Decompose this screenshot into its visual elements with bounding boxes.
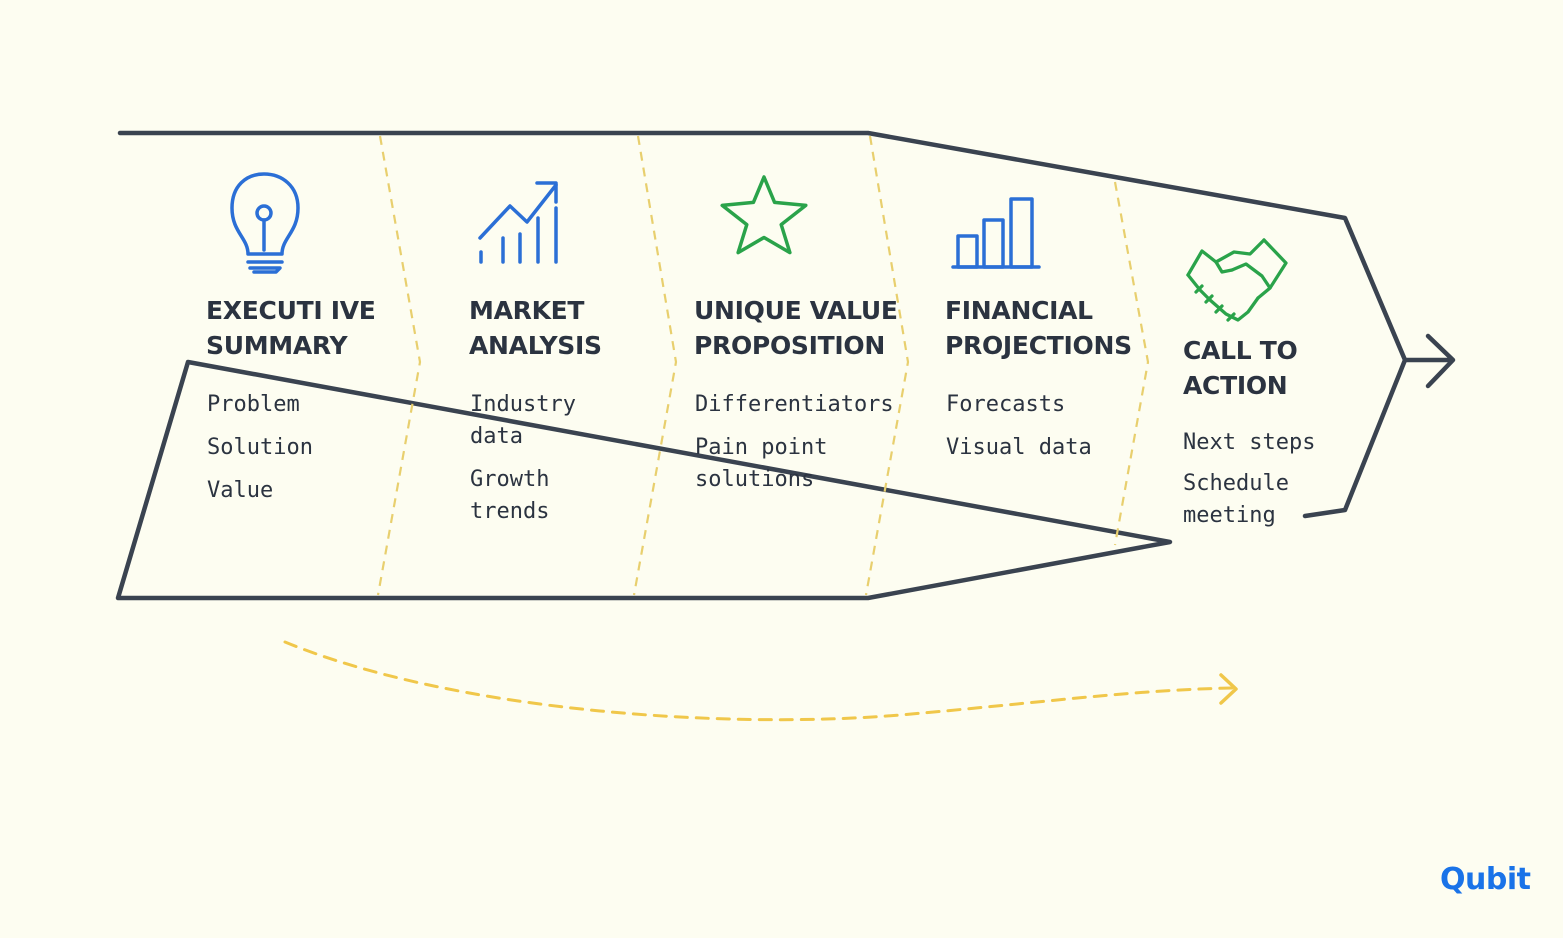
stage-item: Schedule meeting [1183,471,1289,528]
stage-items: Differentiators Pain point solutions [695,389,894,507]
star-icon [720,175,808,255]
funnel-outline [115,130,1408,601]
stage-item: Next steps [1183,430,1316,455]
flow-arrow-head [1219,673,1238,705]
handshake-icon [1186,238,1288,322]
stage-item: Problem [207,392,300,417]
divider-2 [632,135,678,596]
stage-items: Problem Solution Value [207,389,313,518]
stage-items: Industry data Growth trends [470,389,576,539]
lightbulb-icon [230,172,300,274]
divider-3 [864,135,910,596]
stage-items: Forecasts Visual data [946,389,1092,475]
stage-item: Solution [207,435,313,460]
divider-4 [1113,181,1150,546]
stage-item: Growth trends [470,467,550,524]
stage-item: Industry data [470,392,576,449]
outline-arrow-shaft [1402,333,1456,389]
qubit-logo: Qubit [1440,862,1531,897]
stage-item: Value [207,478,274,503]
flow-arrow [283,640,1234,722]
bar-chart-icon [951,197,1041,269]
stage-item: Visual data [946,435,1092,460]
stage-items: Next steps Schedule meeting [1183,427,1315,543]
trending-up-chart-icon [478,181,558,264]
stage-item: Differentiators [695,392,894,417]
stage-item: Forecasts [946,392,1066,417]
stage-item: Pain point solutions [695,435,828,492]
divider-1 [376,135,422,596]
